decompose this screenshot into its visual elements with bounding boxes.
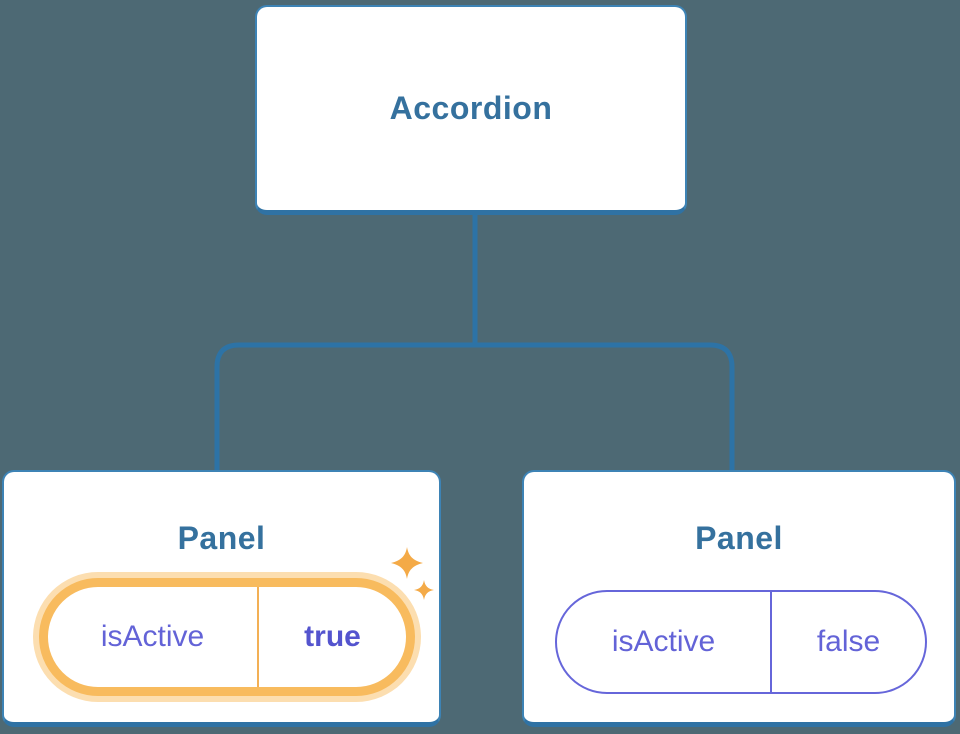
state-value-label: false [816,625,881,658]
state-key-label: isActive [557,592,772,692]
panel-label: Panel [177,520,266,556]
panel-label: Panel [695,520,783,556]
accordion-component-box: Accordion [255,5,687,215]
state-pill-active: isActive true [39,578,415,696]
state-value-label: true [304,620,361,653]
panel-component-box-inactive: Panel isActive false [522,470,956,727]
sparkles-icon [391,547,434,600]
state-key-label: isActive [48,587,259,687]
state-pill-inactive: isActive false [555,590,927,694]
panel-component-box-active: Panel isActive true [2,470,441,727]
accordion-label: Accordion [389,90,553,126]
